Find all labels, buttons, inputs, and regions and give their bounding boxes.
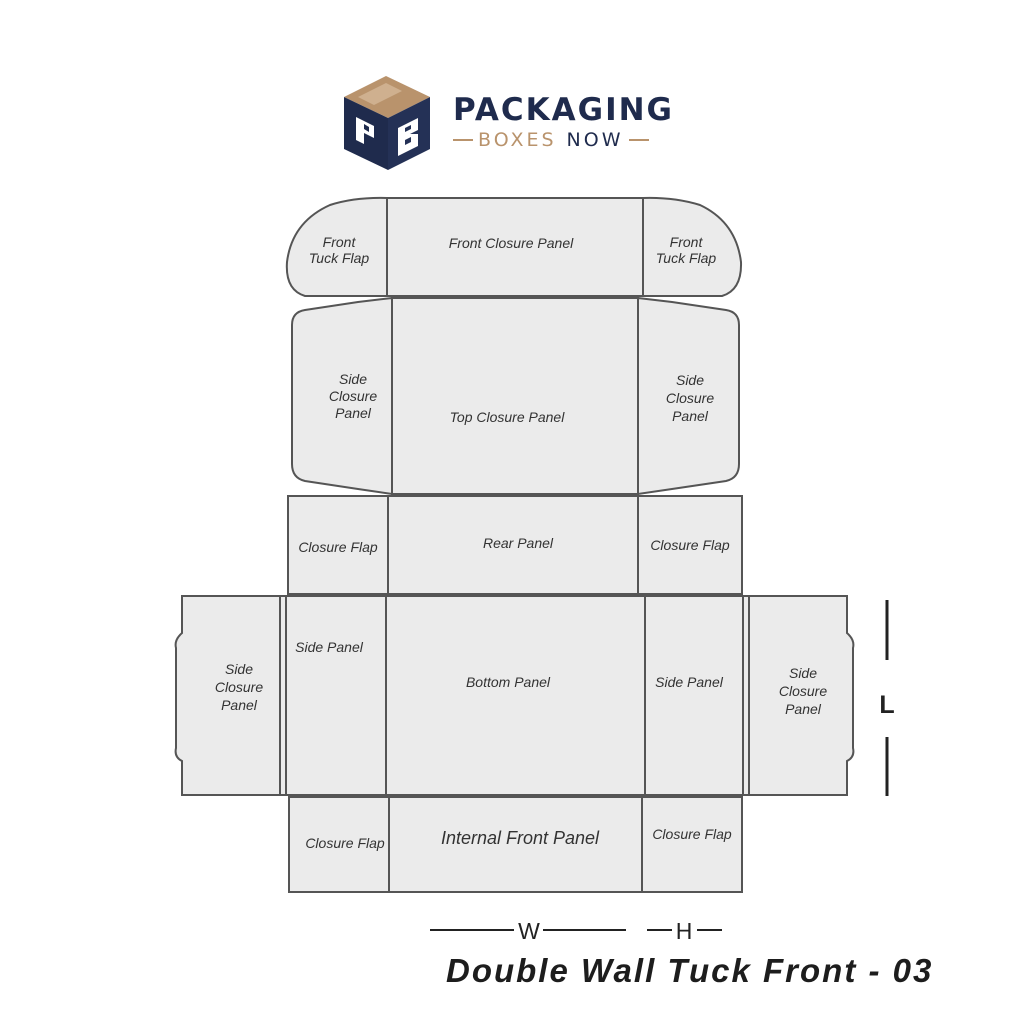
- diagram-title: Double Wall Tuck Front - 03: [446, 952, 934, 989]
- closure-flap-front-left-shape: [288, 796, 390, 893]
- letter-p-hole: [364, 124, 369, 132]
- height-dimension-label: H: [676, 918, 693, 944]
- internal-front-panel-label: Internal Front Panel: [441, 828, 600, 848]
- closure-flap-rear-left-shape: [287, 495, 389, 595]
- side-panel-left-shape: [285, 595, 387, 796]
- pb-cube-icon: [344, 76, 430, 170]
- closure-flap-rear-right-shape: [637, 495, 743, 595]
- tagline-boxes: BOXES: [478, 129, 557, 151]
- rear-panel-shape: [387, 495, 639, 595]
- closure-flap-front-left-label: Closure Flap: [305, 835, 385, 851]
- bottom-panel-label: Bottom Panel: [466, 674, 551, 690]
- letter-b-hole-top: [405, 125, 411, 132]
- side-panel-right-shape: [644, 595, 744, 796]
- letter-p-cutout: [356, 117, 374, 144]
- brand-name: PACKAGING: [453, 92, 674, 128]
- closure-flap-front-right-label: Closure Flap: [652, 826, 732, 842]
- brand-tagline: BOXES NOW: [453, 128, 683, 152]
- closure-flap-front-right-shape: [641, 796, 743, 893]
- side-closure-panel-outer-left-shape: [174, 595, 281, 796]
- closure-flap-rear-left-label: Closure Flap: [298, 539, 378, 555]
- top-closure-panel-shape: [391, 297, 639, 495]
- tagline-right-rule: [628, 139, 649, 141]
- rear-panel-label: Rear Panel: [483, 535, 554, 551]
- brand-logo: PACKAGING BOXES NOW: [340, 72, 700, 182]
- tagline-now: NOW: [566, 129, 624, 151]
- side-panel-left-label: Side Panel: [295, 639, 364, 655]
- letter-b-cutout: [398, 118, 418, 156]
- front-closure-panel-label: Front Closure Panel: [449, 235, 574, 251]
- side-panel-right-label: Side Panel: [655, 674, 724, 690]
- front-tuck-flap-left-shape: [285, 196, 388, 297]
- side-closure-panel-outer-right-shape: [748, 595, 855, 796]
- letter-b-hole-bottom: [405, 137, 411, 145]
- tagline-left-rule: [453, 139, 473, 141]
- length-dimension-label: L: [879, 691, 894, 719]
- side-closure-panel-top-right-shape: [637, 296, 740, 496]
- side-closure-panel-top-left-shape: [291, 296, 393, 496]
- width-dimension-label: W: [518, 918, 540, 944]
- closure-flap-rear-right-label: Closure Flap: [650, 537, 730, 553]
- bottom-panel-shape: [385, 595, 646, 796]
- front-tuck-flap-right-shape: [642, 196, 743, 297]
- top-closure-panel-label: Top Closure Panel: [450, 409, 566, 425]
- cube-top-highlight: [358, 83, 402, 105]
